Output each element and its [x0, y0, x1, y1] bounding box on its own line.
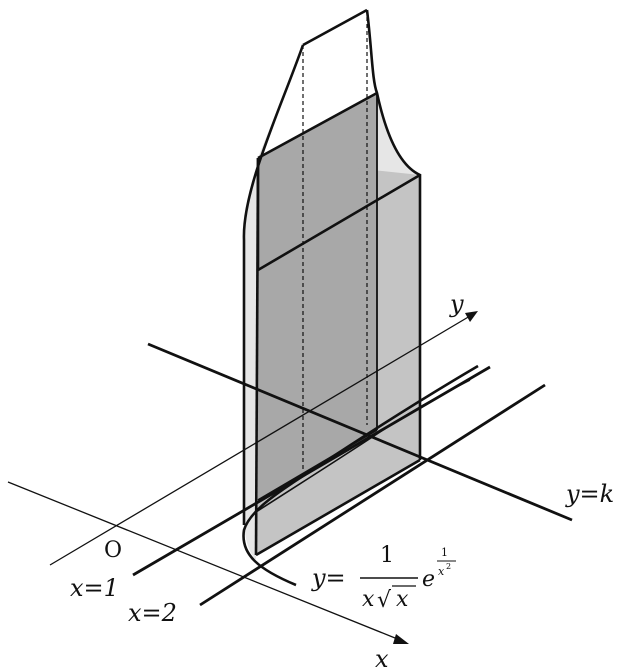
line-y-eq-k [147, 342, 573, 522]
label-y-eq-k: y=k [565, 480, 614, 508]
y-axis-label: y [449, 290, 464, 318]
formula-exp-power: 2 [446, 562, 451, 571]
formula-lhs: y= [311, 564, 346, 592]
x-axis-line [7, 481, 401, 641]
formula-exp-denominator: x [438, 565, 445, 578]
formula-numerator: 1 [380, 543, 394, 568]
formula-radicand: x [396, 587, 409, 612]
base-curve-inner [255, 379, 471, 513]
cross-section-lower [256, 158, 420, 555]
line-x-eq-2 [199, 383, 546, 607]
y-axis-arrow-icon [465, 311, 478, 322]
solid-front-top [257, 91, 378, 160]
x-axis-label: x [375, 645, 389, 671]
x-axis-arrow-icon [393, 634, 409, 644]
formula-root-sign: √ [377, 588, 392, 613]
label-x-eq-2: x=2 [128, 599, 177, 627]
solid-front-lower [257, 173, 421, 272]
origin-label: O [104, 538, 122, 563]
cross-section-bottom [257, 429, 378, 501]
label-x-eq-1: x=1 [70, 574, 119, 602]
solid-bottom-edge [255, 458, 421, 557]
formula-denominator-x: x [362, 587, 375, 612]
curve-formula: y= 1 x √ x e 1 x 2 [311, 543, 456, 613]
base-curve [242, 364, 479, 587]
y-axis-line [49, 315, 471, 566]
formula-base-e: e [422, 567, 435, 592]
formula-exp-numerator: 1 [441, 546, 448, 559]
solid-top-edge [302, 8, 368, 47]
